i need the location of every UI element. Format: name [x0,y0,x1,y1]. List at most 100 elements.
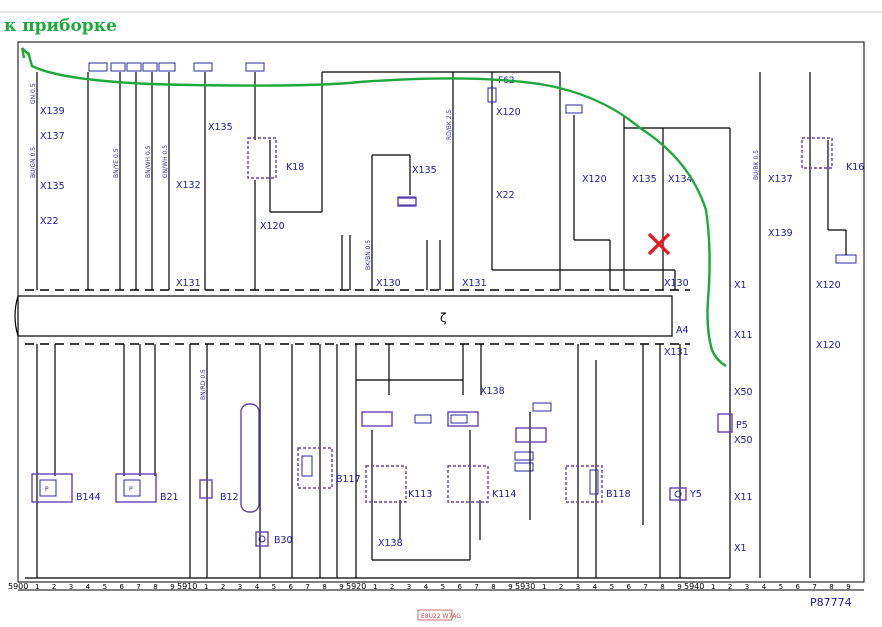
module-left-edge [14,295,19,337]
ruler-digit: 7 [305,583,309,591]
ruler-5930: 5930 [515,582,535,591]
ruler-digit: 8 [153,583,157,591]
ruler-digit: 3 [69,583,73,591]
conn-x120-d: X120 [816,280,841,291]
conn-x120-c: X120 [582,174,607,185]
connector-labels-top: X139 X137 X135 X22 X135 X132 X120 X135 X… [40,106,841,554]
conn-x139-b: X139 [768,228,793,239]
conn-x1-b: X1 [734,543,747,554]
ruler-digit: 4 [593,583,598,591]
conn-x135-c: X135 [412,165,437,176]
ruler-digit: 4 [424,583,429,591]
ruler-digit: 2 [221,583,225,591]
ruler-digit: 8 [322,583,326,591]
ruler-digit: 7 [136,583,140,591]
conn-x1-a: X1 [734,280,747,291]
conn-x135-a: X135 [40,181,65,192]
lower-wires [25,344,730,579]
ruler-digit: 4 [255,583,260,591]
sensor-glyphs: P P [39,455,682,543]
ruler-5920: 5920 [346,582,366,591]
ruler-digit: 6 [796,583,801,591]
connector-labels-bus: X131 X130 X131 X130 X131 X138 X138 A4 [176,278,689,549]
component-outlines [31,137,833,547]
wire-code-2: BU/GN 0.5 [30,147,37,178]
bottom-ruler: 5900 5910 5920 5930 5940 [8,582,704,591]
ruler-digit: 5 [441,583,445,591]
conn-x50-a: X50 [734,387,753,398]
relay-k16: K16 [846,162,864,173]
ruler-digit: 5 [103,583,107,591]
bus-a-x130-a: X130 [376,278,401,289]
ruler-digit: 8 [660,583,664,591]
relay-k113: K113 [408,489,432,500]
ruler-digit: 7 [812,583,816,591]
annotation-route-line [26,51,727,368]
conn-x135-d: X135 [632,174,657,185]
sensor-b144: B144 [76,492,101,503]
ruler-digit: 6 [458,583,463,591]
conn-x22-a: X22 [40,216,59,227]
ruler-5910: 5910 [177,582,197,591]
ruler-digit: 4 [762,583,767,591]
ruler-digit: 8 [491,583,495,591]
wire-code-5: BN/WH 0.5 [145,145,152,178]
ruler-digit: 6 [289,583,294,591]
ruler-5940: 5940 [684,582,704,591]
conn-x132: X132 [176,180,201,191]
sensor-b117: B117 [336,474,361,485]
bus-b-x138-b: X138 [378,538,403,549]
conn-x120-e: X120 [816,340,841,351]
sensor-b118: B118 [606,489,631,500]
conn-x11-a: X11 [734,330,753,341]
wire-code-9: BN/RD 0.5 [200,369,207,400]
ruler-digit: 6 [120,583,125,591]
ruler-digit: 3 [238,583,242,591]
wire-code-3: BN/YE 0.5 [113,148,120,178]
fuse-f62 [487,87,497,103]
svg-text:P: P [45,486,49,493]
cross-marker [647,232,671,256]
sensor-b30: B30 [274,535,293,546]
ruler-digit: 3 [576,583,580,591]
annotation-label: к приборке [4,16,117,36]
ruler-digit: 1 [35,583,39,591]
ruler-digit: 2 [728,583,732,591]
ruler-digit: 2 [390,583,394,591]
relay-k114: K114 [492,489,516,500]
module-a4-label: A4 [676,325,689,336]
ruler-digit: 7 [474,583,478,591]
ruler-digit: 2 [559,583,563,591]
wire-code-6: BU/BK 0.5 [753,150,760,180]
svg-text:P: P [129,486,133,493]
conn-x120-b: X120 [496,107,521,118]
diagram-id: P87774 [810,596,852,609]
ruler-digit: 8 [829,583,833,591]
ruler-digit: 7 [643,583,647,591]
ruler-digit: 9 [846,583,850,591]
footer-tag-box [417,609,453,621]
sensor-b12: B12 [220,492,239,503]
ruler-digit: 6 [627,583,632,591]
wire-code-4: BK/BN 0.5 [365,240,372,270]
conn-x120-a: X120 [260,221,285,232]
left-wires [36,71,847,578]
footer-tag: E8U22 W7AG [421,613,461,620]
ruler-digit: 1 [373,583,377,591]
bus-b-x131: X131 [664,347,689,358]
ruler-digit: 1 [711,583,715,591]
ruler-digit: 3 [407,583,411,591]
ruler-digit: 9 [170,583,174,591]
bus-a-x130-b: X130 [664,278,689,289]
bus-a-x131-b: X131 [462,278,487,289]
annotation-arrow-head [20,47,31,59]
ruler-digit: 5 [779,583,783,591]
ruler-digit: 9 [508,583,512,591]
ruler-5900: 5900 [8,582,28,591]
ruler-digit: 9 [677,583,681,591]
sensor-b21: B21 [160,492,179,503]
ruler-digit: 1 [204,583,208,591]
module-ground-symbol: ζ [440,311,447,325]
